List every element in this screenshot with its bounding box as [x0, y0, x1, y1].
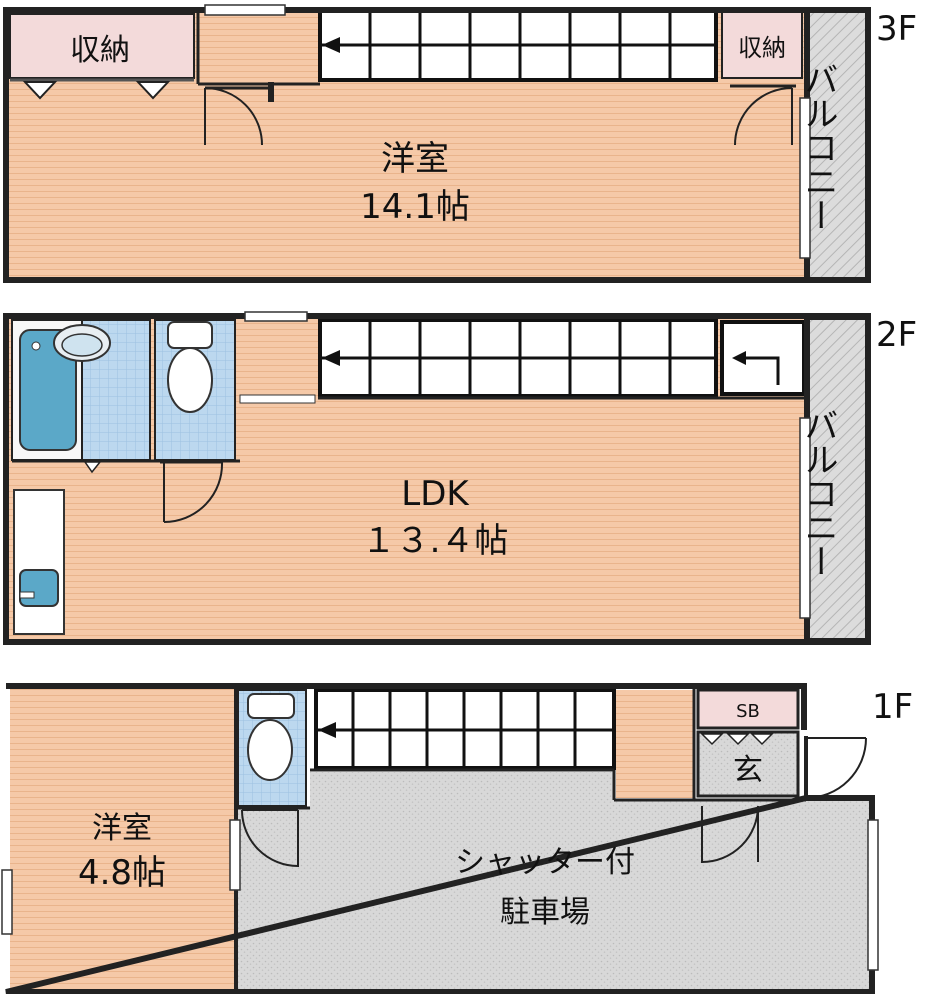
room-size-1f: 4.8帖	[78, 853, 166, 893]
stair-arrow-icon	[322, 350, 340, 366]
door-arc-icon	[701, 805, 759, 864]
sliding-window-icon	[799, 97, 811, 259]
storage-left-label: 収納	[70, 33, 130, 68]
walls-3f	[3, 7, 871, 283]
door-arc-icon	[734, 87, 793, 146]
window-icon	[229, 819, 241, 891]
room-size-2f: １３.４帖	[362, 521, 509, 561]
room-size-3f: 14.1帖	[360, 187, 470, 227]
garage-label-line1: シャッター付	[455, 845, 635, 880]
floor-label-1f: 1F	[872, 687, 913, 727]
floor-label-3f: 3F	[876, 9, 917, 49]
bathtub-icon	[19, 329, 77, 451]
stair-arrow-icon	[322, 37, 340, 53]
balcony-label-2f: バルコニー	[798, 408, 838, 578]
entrance	[696, 730, 800, 798]
shoe-box	[696, 688, 800, 730]
garage	[236, 772, 870, 990]
storage-right-label: 収納	[738, 34, 786, 62]
shutter-icon	[867, 819, 879, 971]
stair-arrow-icon	[318, 722, 336, 738]
door-arc-icon	[163, 461, 224, 523]
stairs-3f	[318, 8, 718, 82]
stairs-2f	[318, 318, 806, 398]
room-name-3f: 洋室	[381, 139, 449, 179]
toilet-icon	[167, 321, 213, 413]
entrance-label: 玄	[733, 753, 763, 788]
toilet-icon	[247, 693, 295, 781]
entrance-door-icon	[805, 737, 867, 799]
window-icon	[244, 311, 308, 322]
floor-1f: SB 玄 洋室 4.8帖 シャッター付 駐車場 1F	[1, 683, 913, 994]
room-name-1f: 洋室	[92, 811, 152, 846]
garage-label-line2: 駐車場	[500, 895, 590, 930]
window-icon	[204, 4, 286, 16]
kitchen-sink-icon	[19, 569, 59, 607]
storage-left-3f	[9, 13, 195, 79]
shoe-box-label: SB	[736, 701, 760, 722]
room-western-1f	[10, 688, 236, 990]
walls-2f	[3, 313, 871, 645]
floor-3f: 収納 収納 洋室 14.1帖 バルコニー 3F	[3, 4, 917, 283]
walls-1f	[5, 683, 875, 994]
kitchen-counter	[13, 489, 65, 635]
door-arc-icon	[241, 809, 299, 868]
stairs-1f	[314, 688, 616, 770]
door-swing-icon	[22, 81, 58, 100]
room-name-2f: LDK	[401, 474, 470, 514]
floor-2f: LDK １３.４帖 バルコニー 2F	[3, 311, 917, 645]
window-icon	[1, 869, 13, 935]
floor-label-2f: 2F	[876, 315, 917, 355]
balcony-label-3f: バルコニー	[798, 62, 838, 232]
sliding-window-icon	[799, 417, 811, 619]
door-swing-icon	[135, 81, 171, 100]
